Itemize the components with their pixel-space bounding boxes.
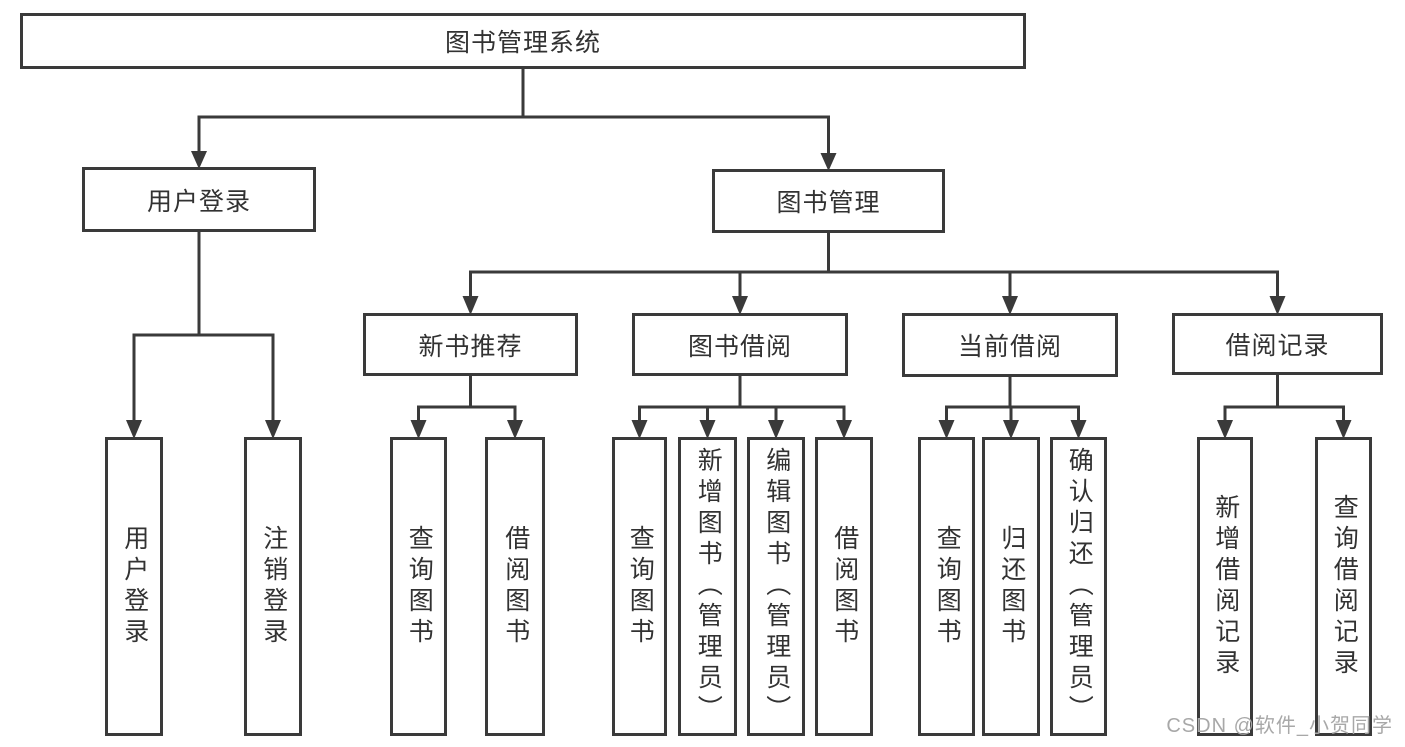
node-logout-leaf: 注销登录 xyxy=(244,437,302,736)
node-book-borrow: 图书借阅 xyxy=(632,313,848,376)
node-current-borrow: 当前借阅 xyxy=(902,313,1118,377)
node-query-books-borrow-label: 查询图书 xyxy=(626,524,655,649)
node-book-borrow-label: 图书借阅 xyxy=(687,332,792,361)
node-query-books-current-label: 查询图书 xyxy=(933,524,962,649)
node-query-borrow-record: 查询借阅记录 xyxy=(1315,437,1372,736)
node-borrow-books-leaf: 借阅图书 xyxy=(815,437,873,736)
node-return-books-label: 归还图书 xyxy=(997,524,1026,649)
node-add-books-admin: 新增图书（管理员） xyxy=(678,437,737,736)
node-current-borrow-label: 当前借阅 xyxy=(957,333,1062,361)
node-query-books-recommend: 查询图书 xyxy=(390,437,447,736)
node-borrow-books-recommend-label: 借阅图书 xyxy=(501,524,530,649)
node-edit-books-admin-label: 编辑图书（管理员） xyxy=(762,447,791,726)
node-add-borrow-record: 新增借阅记录 xyxy=(1197,437,1253,736)
node-borrow-records-label: 借阅记录 xyxy=(1225,332,1330,360)
node-add-borrow-record-label: 新增借阅记录 xyxy=(1211,493,1240,680)
node-root-label: 图书管理系统 xyxy=(444,29,601,57)
csdn-watermark: CSDN @软件_小贺同学 xyxy=(1166,715,1393,737)
node-add-books-admin-label: 新增图书（管理员） xyxy=(694,447,723,726)
node-query-books-current: 查询图书 xyxy=(918,437,975,736)
node-query-borrow-record-label: 查询借阅记录 xyxy=(1330,493,1359,680)
node-query-books-recommend-label: 查询图书 xyxy=(405,524,434,649)
node-user-login: 用户登录 xyxy=(82,167,316,232)
node-book-management-label: 图书管理 xyxy=(776,189,881,217)
node-new-book-recommend-label: 新书推荐 xyxy=(418,332,523,361)
node-borrow-records: 借阅记录 xyxy=(1172,313,1383,375)
node-confirm-return-admin: 确认归还（管理员） xyxy=(1050,437,1107,736)
node-return-books: 归还图书 xyxy=(982,437,1040,736)
node-borrow-books-recommend: 借阅图书 xyxy=(485,437,545,736)
node-logout-leaf-label: 注销登录 xyxy=(259,524,288,649)
node-root: 图书管理系统 xyxy=(20,13,1026,69)
node-login-leaf: 用户登录 xyxy=(105,437,163,736)
node-borrow-books-leaf-label: 借阅图书 xyxy=(830,524,859,649)
node-query-books-borrow: 查询图书 xyxy=(612,437,667,736)
node-user-login-label: 用户登录 xyxy=(146,187,251,216)
node-edit-books-admin: 编辑图书（管理员） xyxy=(747,437,805,736)
node-confirm-return-admin-label: 确认归还（管理员） xyxy=(1065,447,1094,726)
node-book-management: 图书管理 xyxy=(712,169,945,233)
node-new-book-recommend: 新书推荐 xyxy=(363,313,578,376)
node-login-leaf-label: 用户登录 xyxy=(120,524,149,649)
